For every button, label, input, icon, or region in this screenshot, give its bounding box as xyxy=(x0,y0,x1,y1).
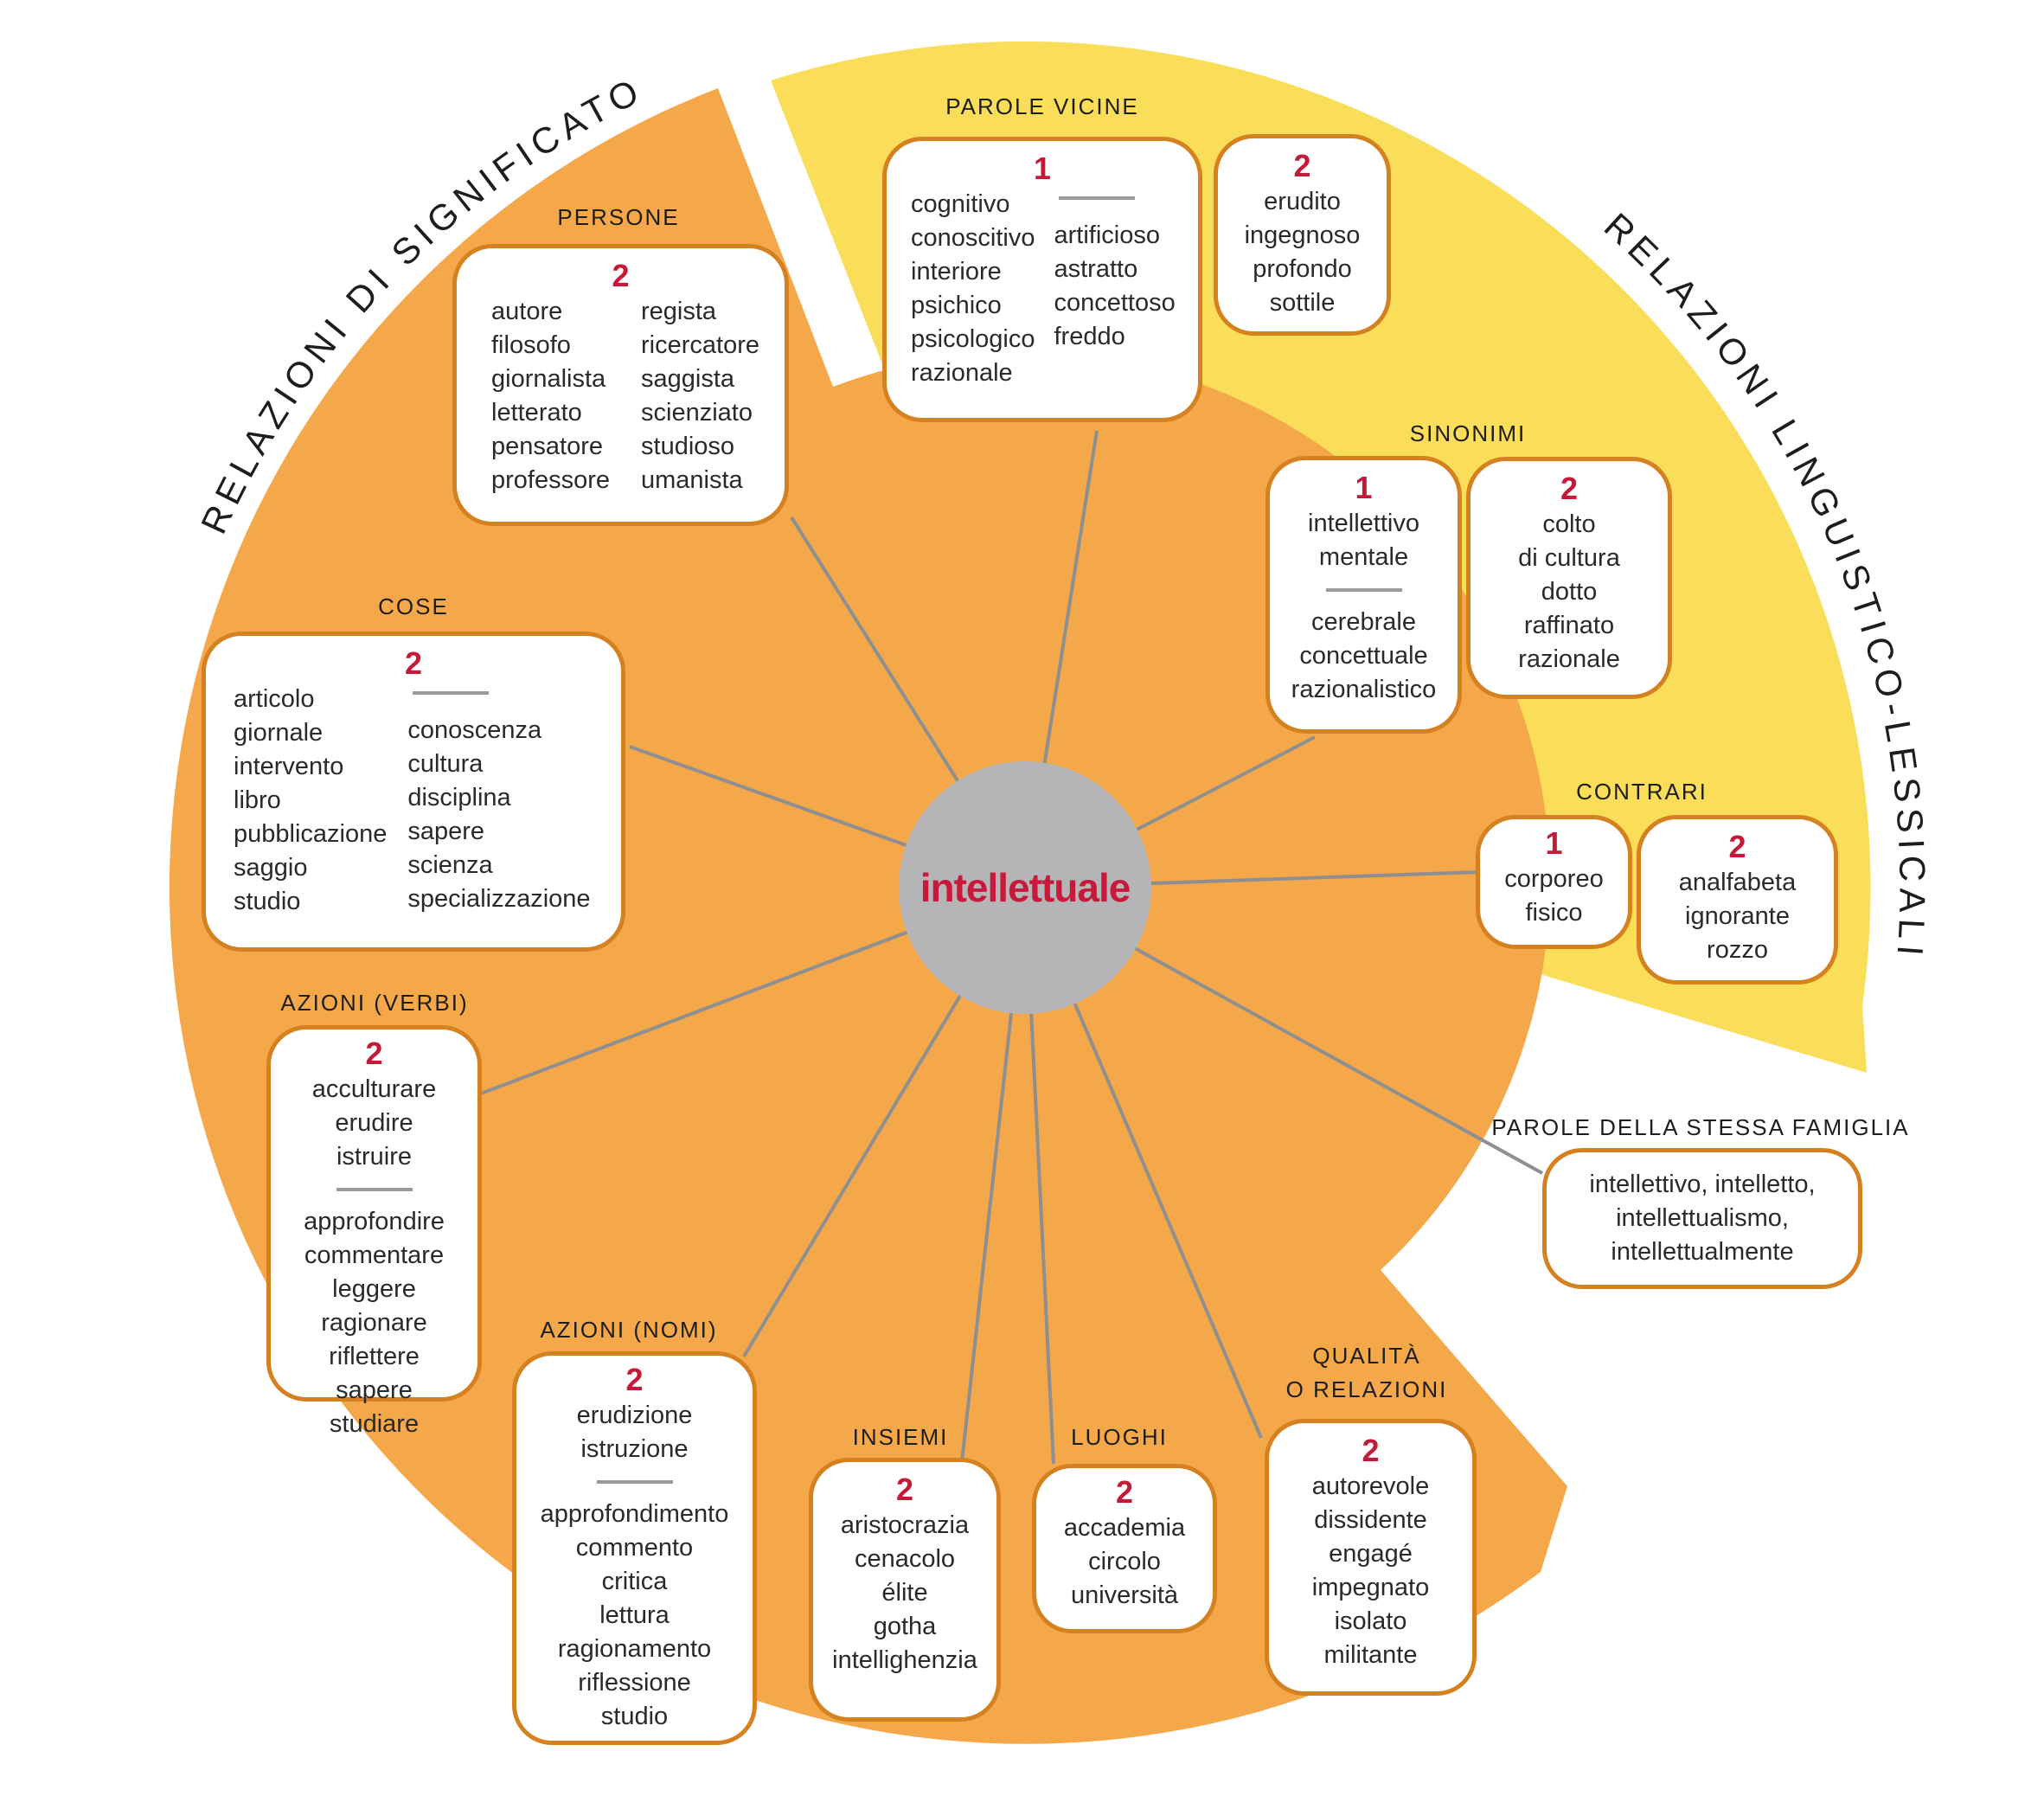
contrari-2-words: analfabeta ignorante rozzo xyxy=(1678,869,1797,964)
azioni-nomi-group1: erudizione istruzione xyxy=(576,1402,693,1463)
center-word: intellettuale xyxy=(919,865,1131,910)
cose-col2: conoscenza cultura disciplina sapere sci… xyxy=(407,716,591,913)
sense-number: 1 xyxy=(1545,825,1563,861)
insiemi-words: aristocrazia cenacolo élite gotha intell… xyxy=(832,1511,977,1674)
famiglia-words: intellettivo, intelletto, intellettualis… xyxy=(1589,1171,1816,1266)
azioni-nomi-group2: approfondimento commento critica lettura… xyxy=(540,1500,729,1730)
parole-vicine-1-col1: cognitivo conoscitivo interiore psichico… xyxy=(911,190,1035,387)
parole-vicine-2-words: erudito ingegnoso profondo sottile xyxy=(1244,188,1361,317)
label-luoghi: LUOGHI xyxy=(1071,1424,1168,1450)
sense-divider xyxy=(336,1188,413,1191)
sense-number: 1 xyxy=(1355,470,1373,505)
label-contrari: CONTRARI xyxy=(1576,779,1708,805)
sense-number: 2 xyxy=(1728,829,1746,864)
luoghi-words: accademia circolo università xyxy=(1063,1514,1186,1609)
azioni-verbi-group1: acculturare erudire istruire xyxy=(311,1075,437,1171)
box-contrari-2: 2 analfabeta ignorante rozzo xyxy=(1637,815,1838,985)
sense-number: 2 xyxy=(1560,471,1579,506)
sense-number: 2 xyxy=(365,1036,383,1071)
sense-divider xyxy=(413,691,490,695)
parole-vicine-1-col2-wrap: artificioso astratto concettoso freddo xyxy=(1054,188,1176,390)
sense-number: 2 xyxy=(404,645,423,681)
box-qualita: 2 autorevole dissidente engagé impegnato… xyxy=(1265,1419,1477,1696)
contrari-1-words: corporeo fisico xyxy=(1504,865,1604,927)
box-insiemi: 2 aristocrazia cenacolo élite gotha inte… xyxy=(809,1458,1001,1722)
box-azioni-nomi: 2 erudizione istruzione approfondimento … xyxy=(512,1351,757,1745)
sense-number: 2 xyxy=(1362,1433,1380,1468)
box-luoghi: 2 accademia circolo università xyxy=(1032,1464,1217,1633)
box-sinonimi-1: 1 intellettivo mentale cerebrale concett… xyxy=(1265,456,1462,734)
sense-number: 1 xyxy=(1033,151,1052,186)
sinonimi-1-group2: cerebrale concettuale razionalistico xyxy=(1291,608,1437,703)
persone-col1: autore filosofo giornalista letterato pe… xyxy=(491,298,611,494)
label-persone: PERSONE xyxy=(557,204,680,230)
box-parole-vicine-2: 2 erudito ingegnoso profondo sottile xyxy=(1214,134,1391,336)
box-contrari-1: 1 corporeo fisico xyxy=(1476,815,1632,949)
parole-vicine-1-col2: artificioso astratto concettoso freddo xyxy=(1054,221,1176,350)
box-persone: 2 autore filosofo giornalista letterato … xyxy=(452,244,789,526)
azioni-verbi-group2: approfondire commentare leggere ragionar… xyxy=(304,1208,445,1438)
sense-divider xyxy=(596,1480,673,1484)
label-parole-vicine: PAROLE VICINE xyxy=(945,93,1139,119)
sense-divider xyxy=(1059,196,1136,200)
cose-col1: articolo giornale intervento libro pubbl… xyxy=(234,685,388,915)
label-cose: COSE xyxy=(378,593,449,619)
sinonimi-1-group1: intellettivo mentale xyxy=(1308,510,1419,571)
box-cose: 2 articolo giornale intervento libro pub… xyxy=(202,632,625,952)
box-famiglia: intellettivo, intelletto, intellettualis… xyxy=(1542,1148,1862,1289)
sense-number: 2 xyxy=(612,258,630,293)
cose-col2-wrap: conoscenza cultura disciplina sapere sci… xyxy=(407,683,591,919)
label-qualita-line2: O RELAZIONI xyxy=(1285,1376,1448,1402)
label-famiglia: PAROLE DELLA STESSA FAMIGLIA xyxy=(1491,1114,1910,1140)
qualita-words: autorevole dissidente engagé impegnato i… xyxy=(1311,1472,1430,1669)
box-azioni-verbi: 2 acculturare erudire istruire approfond… xyxy=(266,1025,482,1438)
sinonimi-2-words: colto di cultura dotto raffinato raziona… xyxy=(1518,510,1620,673)
label-azioni-nomi: AZIONI (NOMI) xyxy=(540,1317,718,1343)
box-sinonimi-2: 2 colto di cultura dotto raffinato razio… xyxy=(1466,457,1672,699)
sense-number: 2 xyxy=(625,1362,644,1397)
label-insiemi: INSIEMI xyxy=(852,1424,949,1450)
label-azioni-verbi: AZIONI (VERBI) xyxy=(280,990,469,1016)
sense-divider xyxy=(1325,588,1402,592)
label-qualita: QUALITÀ O RELAZIONI xyxy=(1286,1343,1448,1403)
label-sinonimi: SINONIMI xyxy=(1409,420,1527,446)
label-qualita-line1: QUALITÀ xyxy=(1312,1343,1421,1369)
sense-number: 2 xyxy=(1115,1474,1134,1510)
sense-number: 2 xyxy=(895,1472,914,1507)
sense-number: 2 xyxy=(1293,148,1311,183)
persone-col2: regista ricercatore saggista scienziato … xyxy=(641,298,760,494)
box-parole-vicine-1: 1 cognitivo conoscitivo interiore psichi… xyxy=(882,137,1202,422)
center-circle xyxy=(899,761,1151,1014)
